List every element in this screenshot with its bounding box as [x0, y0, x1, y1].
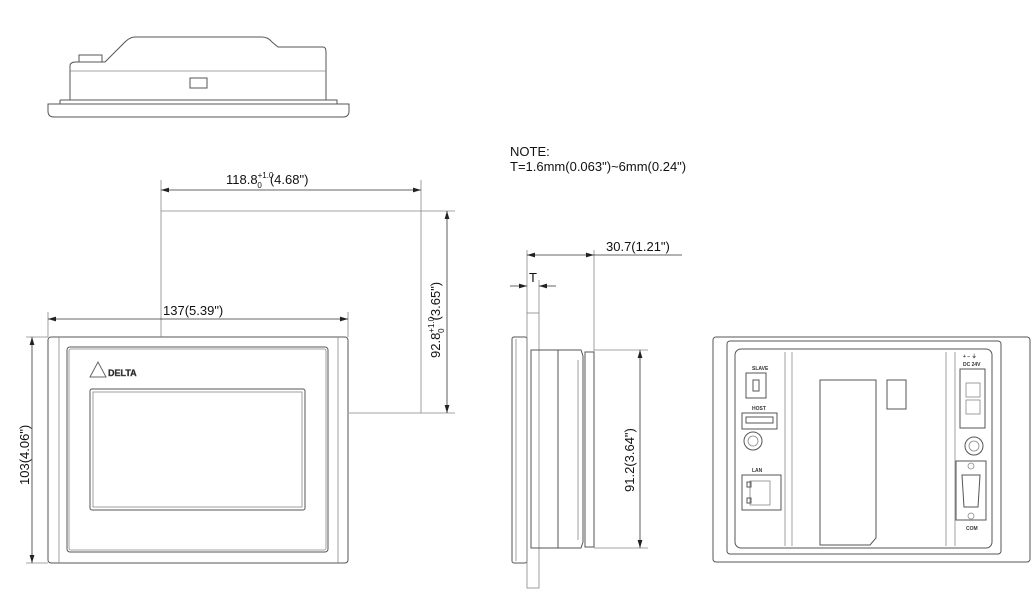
power-polarity-label: + − ⏚	[963, 353, 977, 360]
usb-host-port	[741, 412, 778, 430]
top-view	[47, 36, 350, 118]
cutout-height-label: 92.8+1.00(3.65")	[427, 282, 446, 358]
thickness-label: T	[529, 270, 537, 285]
body-height-label: 91.2(3.64")	[622, 428, 637, 492]
height-label: 103(4.06")	[17, 425, 32, 485]
screw-icon	[743, 431, 763, 451]
usb-slave-port	[745, 372, 767, 399]
svg-text:DELTA: DELTA	[108, 368, 137, 378]
panel-cutout-outline	[160, 180, 455, 414]
delta-logo: DELTA	[89, 360, 137, 378]
note-text: T=1.6mm(0.063")~6mm(0.24")	[510, 159, 686, 174]
host-label: HOST	[752, 406, 766, 412]
side-view	[511, 312, 595, 589]
width-label: 137(5.39")	[163, 303, 223, 318]
screw-icon	[964, 436, 984, 456]
lan-label: LAN	[752, 468, 763, 474]
rear-view: SLAVE HOST LAN + − ⏚ DC 24V COM	[712, 336, 1031, 563]
power-terminal	[959, 368, 986, 429]
front-view: DELTA	[47, 336, 349, 564]
depth-label: 30.7(1.21")	[606, 239, 670, 254]
lan-port	[741, 474, 782, 511]
note-title: NOTE:	[510, 144, 550, 159]
com-port	[955, 460, 987, 521]
com-label: COM	[966, 526, 978, 532]
power-label: DC 24V	[963, 362, 981, 368]
slave-label: SLAVE	[752, 366, 769, 372]
